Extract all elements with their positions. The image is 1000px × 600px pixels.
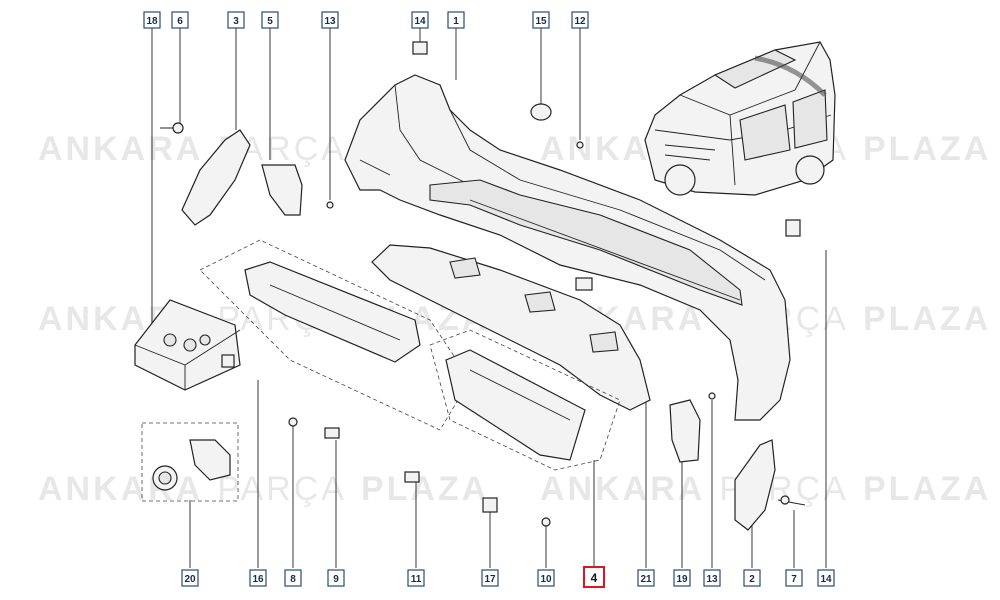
- callout-13-bottom[interactable]: 13: [703, 569, 721, 587]
- svg-text:21: 21: [640, 574, 652, 585]
- svg-text:8: 8: [290, 574, 296, 585]
- dashed-region-left: [199, 239, 471, 431]
- svg-text:14: 14: [820, 574, 832, 585]
- svg-text:18: 18: [146, 16, 158, 27]
- callout-6[interactable]: 6: [171, 11, 189, 29]
- vehicle-illustration: [644, 41, 836, 196]
- callout-1[interactable]: 1: [447, 11, 465, 29]
- svg-text:9: 9: [333, 574, 339, 585]
- svg-text:3: 3: [233, 16, 239, 27]
- callout-18[interactable]: 18: [143, 11, 161, 29]
- left-side-brackets: [160, 122, 303, 226]
- callout-10[interactable]: 10: [537, 569, 555, 587]
- svg-text:2: 2: [749, 574, 755, 585]
- callout-14-bottom[interactable]: 14: [817, 569, 835, 587]
- svg-text:19: 19: [676, 574, 688, 585]
- callout-15[interactable]: 15: [532, 11, 550, 29]
- callout-16[interactable]: 16: [249, 569, 267, 587]
- callout-20[interactable]: 20: [181, 569, 199, 587]
- callout-5[interactable]: 5: [261, 11, 279, 29]
- clip-kit-box: [134, 299, 241, 391]
- callout-4-highlighted[interactable]: 4: [583, 566, 605, 588]
- callouts-bottom: 20 16 8 9 11 17 10 4 21 19 13 2 7 14: [181, 566, 835, 588]
- callout-8[interactable]: 8: [284, 569, 302, 587]
- svg-text:15: 15: [535, 16, 547, 27]
- callout-14-top[interactable]: 14: [411, 11, 429, 29]
- callout-2[interactable]: 2: [743, 569, 761, 587]
- callout-17[interactable]: 17: [481, 569, 499, 587]
- svg-text:17: 17: [484, 574, 496, 585]
- svg-text:4: 4: [591, 571, 598, 585]
- dashed-region-right: [429, 329, 621, 471]
- callout-19[interactable]: 19: [673, 569, 691, 587]
- callout-9[interactable]: 9: [327, 569, 345, 587]
- leader-lines: [151, 28, 827, 568]
- svg-text:6: 6: [177, 16, 183, 27]
- callout-21[interactable]: 21: [637, 569, 655, 587]
- callout-3[interactable]: 3: [227, 11, 245, 29]
- rear-bumper-cover: [344, 74, 791, 421]
- callout-12[interactable]: 12: [571, 11, 589, 29]
- svg-text:11: 11: [411, 574, 422, 585]
- svg-text:14: 14: [414, 16, 426, 27]
- svg-text:13: 13: [706, 574, 718, 585]
- svg-text:20: 20: [184, 574, 196, 585]
- svg-text:5: 5: [267, 16, 273, 27]
- svg-text:13: 13: [324, 16, 336, 27]
- fasteners: [221, 41, 801, 527]
- lower-bumper-trim: [371, 244, 651, 411]
- callouts-top: 18 6 3 5 13 14 1 15 12: [143, 11, 589, 29]
- svg-text:7: 7: [791, 574, 797, 585]
- svg-text:10: 10: [540, 574, 552, 585]
- callout-13-top[interactable]: 13: [321, 11, 339, 29]
- right-side-brackets: [669, 399, 806, 531]
- callout-11[interactable]: 11: [407, 569, 425, 587]
- parking-sensor-kit: [141, 422, 239, 502]
- svg-text:12: 12: [574, 16, 586, 27]
- svg-text:1: 1: [453, 16, 459, 27]
- callout-7[interactable]: 7: [785, 569, 803, 587]
- svg-text:16: 16: [252, 574, 264, 585]
